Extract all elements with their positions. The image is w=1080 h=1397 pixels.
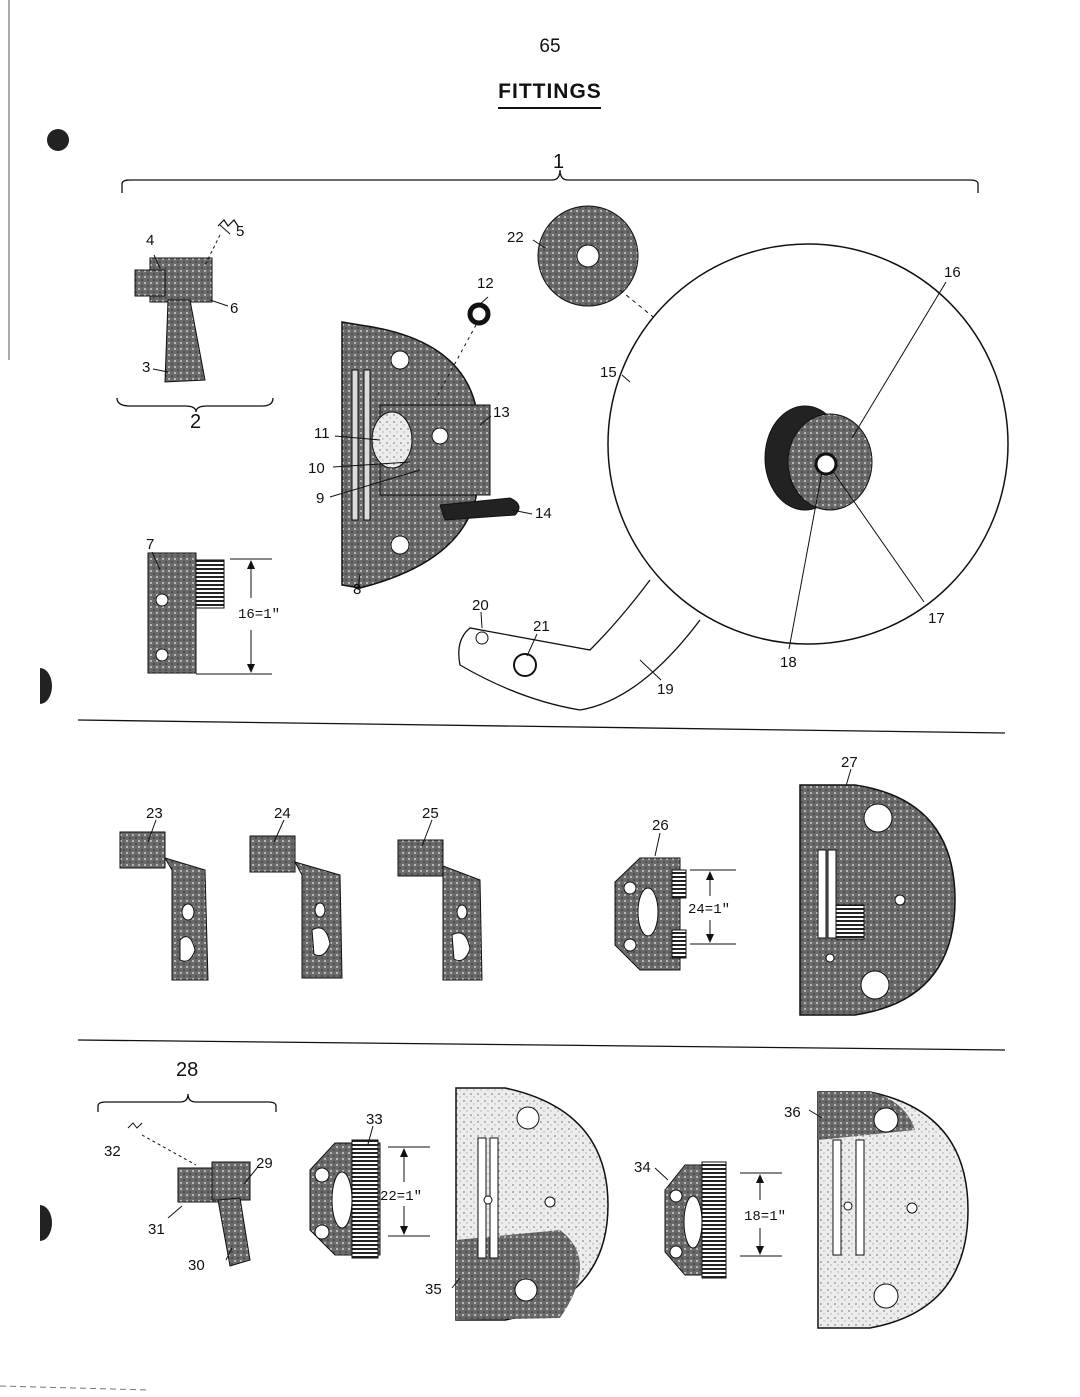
washer-12 [467,302,491,326]
callout-16: 16 [944,264,961,281]
callout-5: 5 [236,223,244,240]
callout-4: 4 [146,232,154,249]
callout-21: 21 [533,618,550,635]
callout-27: 27 [841,754,858,771]
callout-13: 13 [493,404,510,421]
feed-dog-26 [614,857,687,971]
throat-plate-35 [455,1087,609,1321]
callout-19: 19 [657,681,674,698]
throat-plate-27 [799,784,956,1016]
bracket-19 [458,579,701,711]
callout-8: 8 [353,581,361,598]
page-title: FITTINGS [498,80,602,103]
presser-foot-23 [119,831,209,981]
callout-34: 34 [634,1159,651,1176]
callout-14: 14 [535,505,552,522]
callout-24: 24 [274,805,291,822]
dimension-label-26: 24=1" [688,902,730,918]
group-28-brace [97,1093,277,1112]
callout-31: 31 [148,1221,165,1238]
dimension-label-34: 18=1" [744,1209,786,1225]
feed-dog-33 [309,1139,381,1259]
section-divider [77,1039,1006,1051]
callout-15: 15 [600,364,617,381]
callout-36: 36 [784,1104,801,1121]
callout-29: 29 [256,1155,273,1172]
feed-dog-7 [147,552,225,674]
dimension-label-7: 16=1" [238,607,280,623]
callout-3: 3 [142,359,150,376]
callout-18: 18 [780,654,797,671]
callout-32: 32 [104,1143,121,1160]
callout-10: 10 [308,460,325,477]
group-28-label: 28 [176,1059,198,1081]
callout-25: 25 [422,805,439,822]
presser-foot-28 [127,1122,251,1267]
binding-hole [47,129,69,151]
callout-7: 7 [146,536,154,553]
throat-plate-36 [817,1091,969,1329]
callout-20: 20 [472,597,489,614]
presser-foot-24 [249,835,343,979]
callout-30: 30 [188,1257,205,1274]
group-2-brace [116,397,274,413]
section-divider [77,719,1006,734]
callout-17: 17 [928,610,945,627]
callout-12: 12 [477,275,494,292]
callout-26: 26 [652,817,669,834]
group-1-brace [121,169,979,193]
callout-33: 33 [366,1111,383,1128]
hub-16 [764,405,873,511]
feed-dog-34 [664,1161,727,1279]
callout-9: 9 [316,490,324,507]
throat-plate-8 [341,321,520,589]
group-1-label: 1 [553,151,564,173]
presser-foot-2 [134,219,239,383]
binding-hole [40,1205,52,1241]
page-number: 65 [539,36,561,57]
callout-22: 22 [507,229,524,246]
dimension-label-33: 22=1" [380,1189,422,1205]
title-underline [498,107,601,109]
group-2-label: 2 [190,411,201,433]
callout-23: 23 [146,805,163,822]
callout-11: 11 [314,425,330,442]
callout-35: 35 [425,1281,442,1298]
presser-foot-25 [397,839,483,981]
binding-hole [40,668,52,704]
callout-6: 6 [230,300,238,317]
